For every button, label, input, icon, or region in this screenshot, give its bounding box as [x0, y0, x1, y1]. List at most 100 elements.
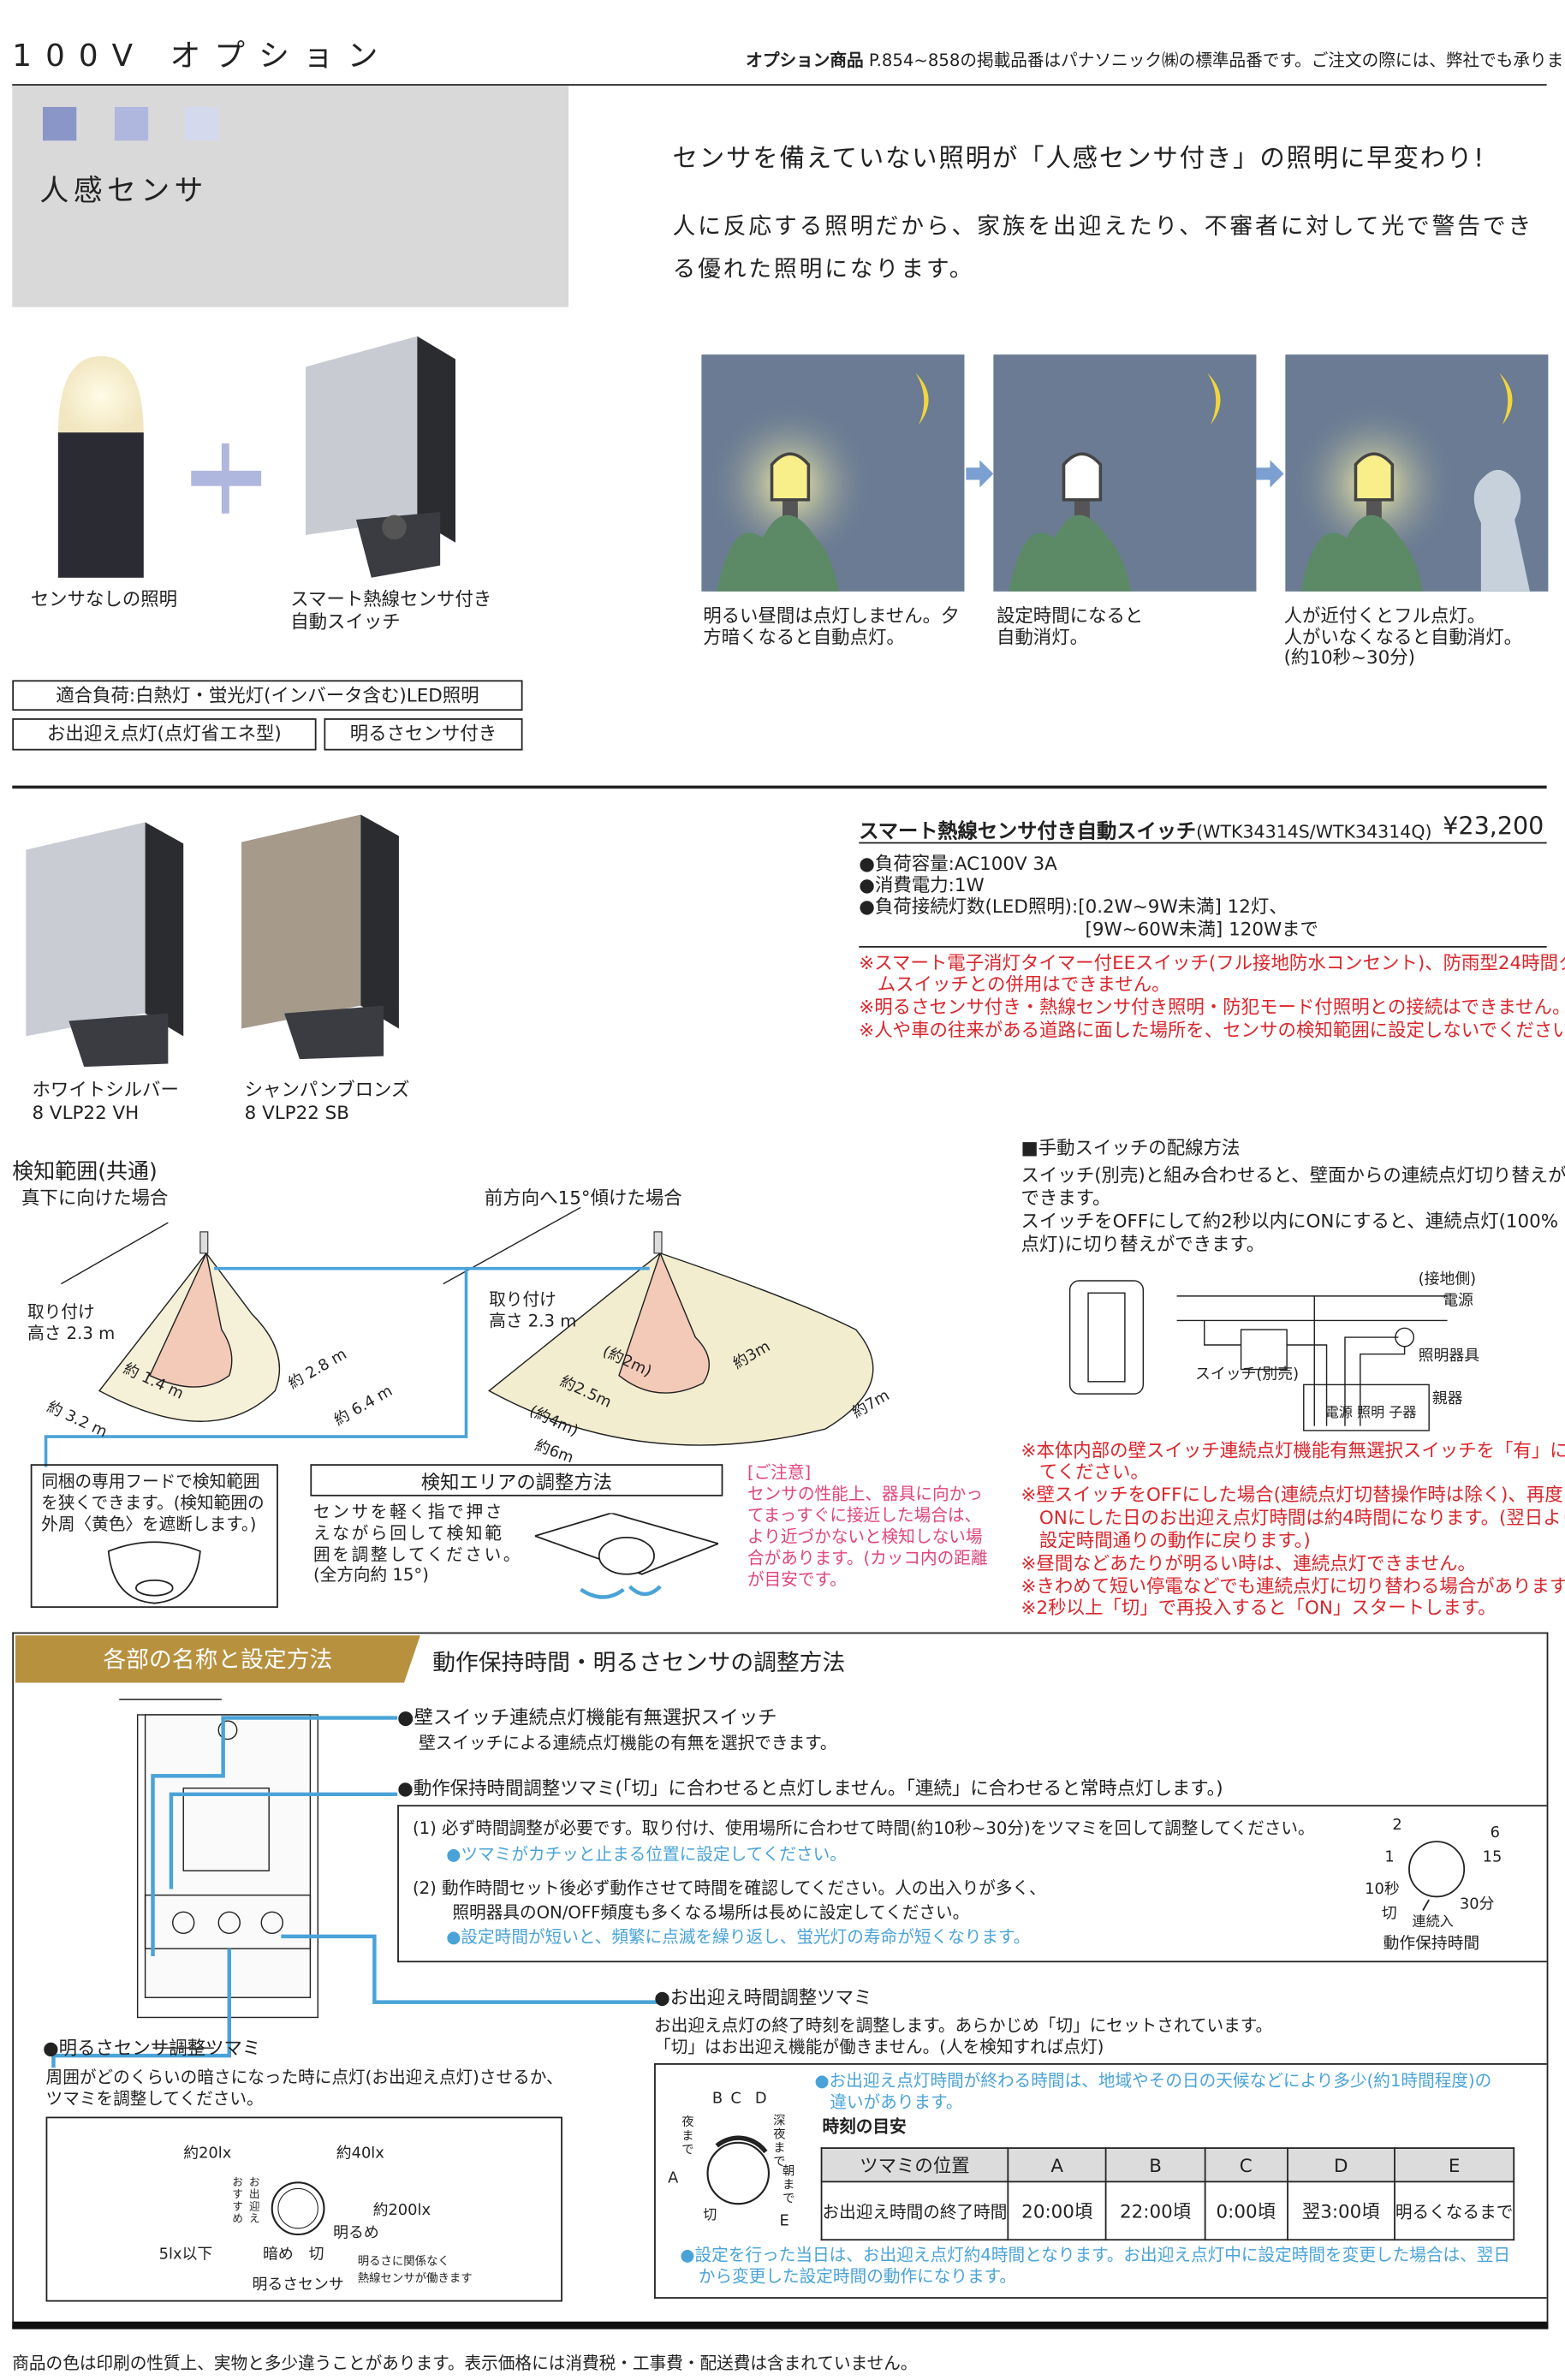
tilt-label: 前方向へ15°傾けた場合	[484, 1187, 682, 1210]
dial-mark: E	[779, 2212, 789, 2230]
category-label: 人感センサ	[39, 174, 208, 208]
wiring-note: ※壁スイッチをOFFにした場合(連続点灯切替操作時は除く)、再度	[1021, 1484, 1563, 1506]
wiring-label: 電源	[1443, 1293, 1473, 1310]
hold-box	[397, 1805, 1547, 1963]
swatch	[114, 106, 149, 141]
footer-note: 商品の色は印刷の性質上、実物と多少違うことがあります。表示価格には消費税・工事費…	[12, 2353, 918, 2374]
dial-mark: D	[754, 2091, 767, 2108]
hood-text: 外周〈黄色〉を遮断します。)	[41, 1514, 257, 1535]
hood-text: 同梱の専用フードで検知範囲	[41, 1472, 260, 1492]
mount-label: 取り付け	[489, 1289, 556, 1310]
header-note: オプション商品 P.854~858の掲載品番はパナソニック㈱の標準品番です。ご注…	[746, 51, 1565, 72]
table-header: ツマミの位置	[820, 2147, 1009, 2183]
table-cell: 20:00頃	[1007, 2181, 1108, 2241]
mount-value: 高さ 2.3 m	[489, 1311, 577, 1331]
load-tag: 適合負荷:白熱灯・蛍光灯(インバータ含む)LED照明	[12, 680, 523, 711]
spec-note: ※人や車の往来がある道路に面した場所を、センサの検知範囲に設定しないでください。	[859, 1019, 1565, 1041]
product-color: ホワイトシルバー	[32, 1079, 179, 1101]
spec-title: スマート熱線センサ付き自動スイッチ(WTK34314S/WTK34314Q)	[859, 815, 1431, 844]
header-rule	[12, 84, 1547, 86]
arrow-icon	[1256, 460, 1284, 488]
swatch	[42, 106, 77, 141]
hood-text: を狭くできます。(検知範囲の	[41, 1493, 265, 1514]
hold-text: (1) 必ず時間調整が必要です。取り付け、使用場所に合わせて時間(約10秒~30…	[413, 1818, 1315, 1839]
dial-mark: 明るめ	[333, 2225, 379, 2242]
adjust-text: えながら回して検知範	[312, 1523, 504, 1544]
hold-dial-icon	[1408, 1841, 1466, 1911]
wall-switch-title: ●壁スイッチ連続点灯機能有無選択スイッチ	[397, 1705, 777, 1729]
product-code: 8 VLP22 VH	[32, 1102, 140, 1124]
dial-mark: 連続入	[1412, 1914, 1454, 1931]
panel-caption: 設定時間になると	[996, 604, 1144, 627]
spec-item: ●負荷接続灯数(LED照明):[0.2W~9W未満] 12灯、	[859, 895, 1288, 918]
wiring-note: ※本体内部の壁スイッチ連続点灯機能有無選択スイッチを「有」にし	[1021, 1439, 1565, 1461]
wiring-note: てください。	[1038, 1461, 1149, 1483]
brightness-box	[45, 2116, 562, 2302]
wiring-note: 設定時間通りの動作に戻ります。)	[1038, 1529, 1311, 1551]
wiring-text: スイッチ(別売)と組み合わせると、壁面からの連続点灯切り替えが	[1021, 1164, 1565, 1187]
welcome-tag: お出迎え点灯(点灯省エネ型)	[12, 718, 317, 751]
night-scene-panel	[1285, 354, 1549, 592]
table-title: 時刻の目安	[822, 2116, 907, 2137]
dial-mark: 約20lx	[183, 2145, 232, 2163]
dial-mark: 夜まで	[681, 2115, 694, 2157]
spec-item: [9W~60W未満] 120Wまで	[1085, 918, 1318, 940]
table-header-row: ツマミの位置 A B C D E	[820, 2147, 1515, 2183]
switch-caption: スマート熱線センサ付き	[290, 588, 492, 610]
welcome-box	[654, 2063, 1547, 2299]
table-cell: 翌3:00頃	[1286, 2181, 1395, 2241]
dial-mark: 切	[308, 2246, 324, 2264]
caution-text: てまっすぐに接近した場合は、	[747, 1505, 982, 1526]
device-diagram	[51, 1699, 658, 2058]
lamp-caption: センサなしの照明	[30, 588, 178, 610]
hero-body: 人に反応する照明だから、家族を出迎えたり、不審者に対して光で警告でき	[672, 212, 1534, 241]
spec-model: (WTK34314S/WTK34314Q)	[1196, 820, 1432, 842]
wiring-title: ■手動スイッチの配線方法	[1021, 1137, 1241, 1159]
sensor-switch-image	[306, 336, 455, 578]
dial-mark: B	[711, 2091, 723, 2108]
spec-item: ●消費電力:1W	[859, 874, 985, 896]
brightness-desc: ツマミを調整してください。	[45, 2089, 264, 2109]
caution-title: [ご注意]	[747, 1462, 812, 1483]
mount-label: 取り付け	[27, 1301, 95, 1323]
table-header: B	[1105, 2147, 1205, 2183]
settings-section	[12, 1632, 1549, 2329]
brightness-title: ●明るさセンサ調整ツマミ	[42, 2037, 261, 2059]
wiring-note: ONにした日のお出迎え点灯時間は約4時間になります。(翌日より	[1038, 1507, 1565, 1529]
sensor-rotate-icon	[534, 1513, 719, 1599]
hood-icon	[107, 1541, 201, 1604]
category-banner: 人感センサ	[12, 85, 569, 307]
brightness-dial-icon	[271, 2181, 325, 2236]
detection-title: 検知範囲(共通)	[12, 1159, 158, 1185]
welcome-dial-icon	[706, 2135, 771, 2205]
wall-switch-desc: 壁スイッチによる連続点灯機能の有無を選択できます。	[419, 1733, 837, 1753]
wiring-label: 電源 照明 子器	[1324, 1406, 1417, 1422]
spec-rule	[859, 842, 1547, 844]
spec-item: ●負荷容量:AC100V 3A	[859, 853, 1057, 875]
adjust-text: 囲を調整してください。	[312, 1544, 523, 1566]
settings-title: 動作保持時間・明るさセンサの調整方法	[432, 1649, 846, 1677]
table-row: お出迎え時間の終了時間 20:00頃 22:00頃 0:00頃 翌3:00頃 明…	[820, 2181, 1515, 2241]
table-cell: 明るくなるまで	[1394, 2181, 1515, 2241]
wiring-note: ※2秒以上「切」で再投入すると「ON」スタートします。	[1021, 1597, 1497, 1619]
hold-text: 照明器具のON/OFF頻度も多くなる場所は長めに設定してください。	[452, 1902, 970, 1923]
welcome-desc: お出迎え点灯の終了時刻を調整します。あらかじめ「切」にセットされています。	[654, 2015, 1273, 2036]
hold-text: (2) 動作時間セット後必ず動作させて時間を確認してください。人の出入りが多く、	[413, 1878, 1046, 1899]
wiring-label: 親器	[1431, 1390, 1463, 1408]
product-color: シャンパンブロンズ	[244, 1079, 410, 1101]
welcome-title: ●お出迎え時間調整ツマミ	[654, 1986, 872, 2008]
dial-mark: 熱線センサが働きます	[357, 2270, 473, 2285]
mount-height-label: 取り付け高さ 2.3 m	[27, 1302, 115, 1345]
table-header: A	[1007, 2147, 1108, 2183]
note-text: P.854~858の掲載品番はパナソニック㈱の標準品番です。ご注文の際には、弊社…	[868, 50, 1565, 71]
panel-caption: 方暗くなると自動点灯。	[703, 626, 905, 648]
dial-mark: 1	[1384, 1849, 1395, 1866]
table-header: E	[1394, 2147, 1515, 2183]
caution-text: より近づかないと検知しない場	[747, 1526, 983, 1547]
spec-rule	[859, 946, 1547, 948]
product-image-white-silver	[26, 822, 184, 1068]
spec-note: ※スマート電子消灯タイマー付EEスイッチ(フル接地防水コンセント)、防雨型24時…	[859, 952, 1565, 974]
product-image-champagne-bronze	[241, 814, 399, 1060]
hold-note: ●ツマミがカチッと止まる位置に設定してください。	[446, 1844, 847, 1865]
night-scene-panel	[701, 354, 965, 592]
